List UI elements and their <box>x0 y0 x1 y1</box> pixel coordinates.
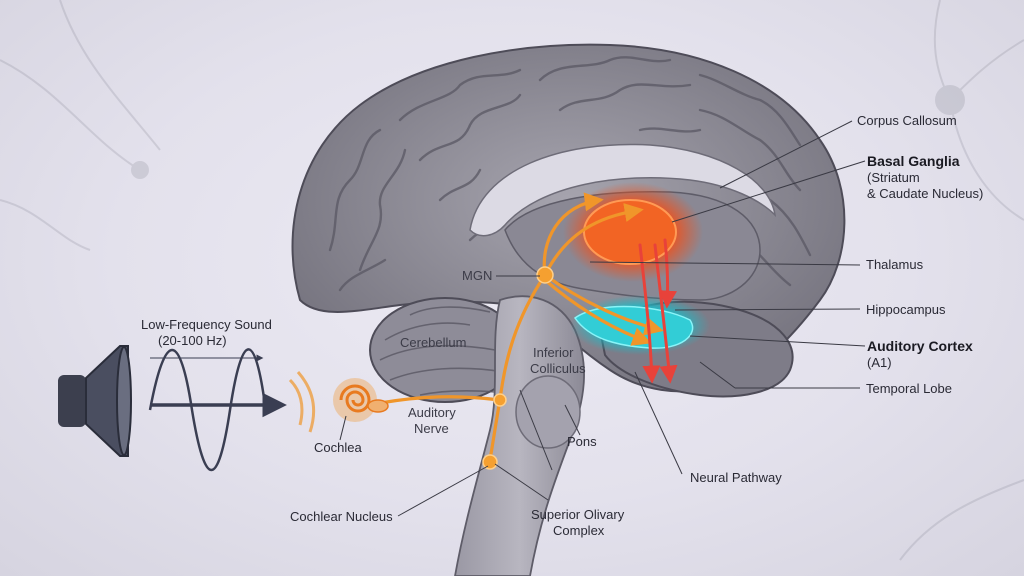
label-pons: Pons <box>567 434 597 449</box>
sound-wave-icon <box>148 348 287 472</box>
speaker-icon <box>58 345 132 457</box>
label-auditory-nerve-2: Nerve <box>414 421 449 436</box>
label-cerebellum: Cerebellum <box>400 335 466 350</box>
label-inferior-colliculus-1: Inferior <box>533 345 574 360</box>
pathway-nodes <box>482 266 554 470</box>
label-auditory-cortex: Auditory Cortex <box>867 338 973 354</box>
basal-ganglia-body <box>583 199 677 265</box>
corpus-callosum-shape <box>469 143 777 237</box>
label-corpus-callosum: Corpus Callosum <box>857 113 957 128</box>
label-cochlea: Cochlea <box>314 440 362 455</box>
label-sound-1: Low-Frequency Sound <box>141 317 272 332</box>
label-auditory-nerve-1: Auditory <box>408 405 456 420</box>
background-neurons <box>0 0 1024 561</box>
label-superior-olivary-1: Superior Olivary <box>531 507 625 522</box>
label-thalamus: Thalamus <box>866 257 924 272</box>
label-hippocampus: Hippocampus <box>866 302 946 317</box>
label-basal-ganglia-sub2: & Caudate Nucleus) <box>867 186 983 201</box>
pons-shape <box>515 375 581 449</box>
cerebellum-shape <box>369 297 521 403</box>
label-auditory-cortex-sub: (A1) <box>867 355 892 370</box>
label-temporal-lobe: Temporal Lobe <box>866 381 952 396</box>
label-basal-ganglia-sub1: (Striatum <box>867 170 920 185</box>
label-superior-olivary-2: Complex <box>553 523 605 538</box>
red-arrows <box>638 238 678 384</box>
label-neural-pathway: Neural Pathway <box>690 470 782 485</box>
leader-lines <box>339 120 866 517</box>
label-sound-2: (20-100 Hz) <box>158 333 227 348</box>
label-inferior-colliculus-2: Colliculus <box>530 361 586 376</box>
label-mgn: MGN <box>462 268 492 283</box>
label-basal-ganglia: Basal Ganglia <box>867 153 960 169</box>
cochlea-icon <box>288 371 389 433</box>
label-cochlear-nucleus: Cochlear Nucleus <box>290 509 393 524</box>
